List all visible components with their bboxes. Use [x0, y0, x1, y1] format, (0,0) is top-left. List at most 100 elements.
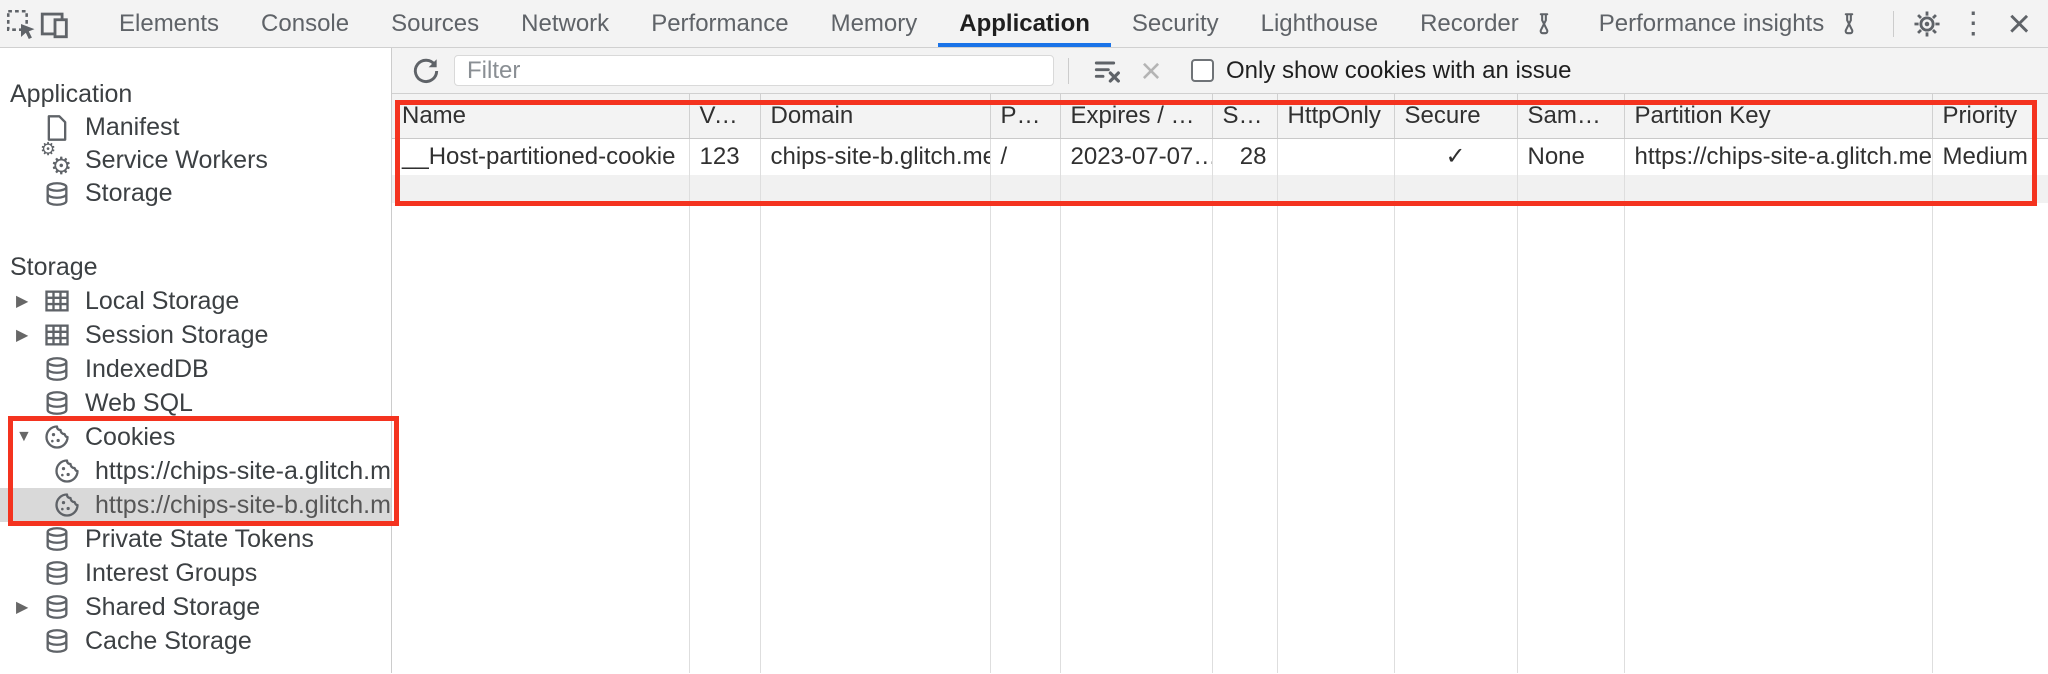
sidebar-item-label: Cache Storage — [85, 626, 252, 655]
sidebar-section-application: Application — [0, 78, 391, 111]
database-icon — [42, 626, 72, 656]
sidebar-item-label: Cookies — [85, 422, 176, 451]
sidebar-item-label: Local Storage — [85, 286, 240, 315]
column-header-secure[interactable]: Secure — [1394, 94, 1518, 139]
sidebar-item-private-state-tokens[interactable]: Private State Tokens — [0, 522, 391, 556]
cell-path: / — [990, 138, 1061, 175]
section-label: Application — [10, 80, 133, 108]
service-workers-gears-icon: ⚙⚙ — [40, 138, 72, 180]
column-header-expires[interactable]: Expires / M… — [1060, 94, 1213, 139]
delete-cookie-button[interactable]: × — [1129, 52, 1173, 89]
experiment-flask-icon — [1531, 11, 1557, 37]
sidebar-item-cookies[interactable]: ▼ Cookies — [0, 420, 391, 454]
tabbar-separator — [1893, 10, 1895, 37]
expand-arrow-icon[interactable]: ▶ — [16, 293, 29, 310]
application-panel: Application Manifest ⚙⚙ Service Workers — [0, 48, 2048, 673]
empty-stripe-row — [392, 175, 2048, 203]
panel-tabs: Elements Console Sources Network Perform… — [98, 0, 1883, 47]
sidebar-item-label: Session Storage — [85, 320, 269, 349]
tab-elements[interactable]: Elements — [98, 0, 240, 47]
tab-label: Network — [521, 9, 610, 37]
sidebar-item-manifest[interactable]: Manifest — [0, 111, 391, 144]
tab-application[interactable]: Application — [938, 0, 1111, 47]
column-header-domain[interactable]: Domain — [760, 94, 991, 139]
sidebar-item-shared-storage[interactable]: ▶ Shared Storage — [0, 590, 391, 624]
only-issues-checkbox[interactable] — [1191, 59, 1214, 82]
tab-label: Performance insights — [1598, 9, 1825, 37]
sidebar-item-storage[interactable]: Storage — [0, 177, 391, 210]
cell-domain: chips-site-b.glitch.me — [760, 138, 991, 175]
clear-filter-button[interactable] — [1085, 55, 1129, 87]
cell-value: 123 — [689, 138, 761, 175]
sidebar-section-storage: Storage — [0, 250, 391, 284]
cell-partition-key: https://chips-site-a.glitch.me — [1624, 138, 1933, 175]
grid-header-row: Name Value Domain Path Expires / M… Size… — [392, 94, 2048, 139]
toggle-device-toolbar-button[interactable] — [38, 0, 72, 47]
tab-lighthouse[interactable]: Lighthouse — [1240, 0, 1399, 47]
filter-input[interactable] — [454, 55, 1054, 86]
tab-network[interactable]: Network — [500, 0, 630, 47]
database-icon — [42, 524, 72, 554]
column-header-path[interactable]: Path — [990, 94, 1061, 139]
inspect-element-button[interactable] — [4, 0, 38, 47]
database-icon — [42, 558, 72, 588]
column-header-samesite[interactable]: SameSite — [1517, 94, 1625, 139]
toolbar-separator — [1068, 57, 1069, 84]
tab-performance[interactable]: Performance — [630, 0, 809, 47]
expand-arrow-icon[interactable]: ▶ — [16, 327, 29, 344]
database-icon — [42, 354, 72, 384]
device-toolbar-icon — [38, 7, 72, 41]
tab-label: Performance — [651, 9, 789, 37]
tab-label: Sources — [391, 9, 480, 37]
collapse-arrow-icon[interactable]: ▼ — [16, 428, 32, 445]
refresh-button[interactable] — [406, 55, 446, 87]
expand-arrow-icon[interactable]: ▶ — [16, 599, 29, 616]
tabbar-right-controls: ⋮ × — [1883, 0, 2048, 47]
sidebar-item-cache-storage[interactable]: Cache Storage — [0, 624, 391, 658]
sidebar-item-label: https://chips-site-b.glitch.me — [95, 490, 405, 519]
sidebar-item-session-storage[interactable]: ▶ Session Storage — [0, 318, 391, 352]
tab-sources[interactable]: Sources — [370, 0, 500, 47]
cell-secure: ✓ — [1394, 138, 1518, 175]
sidebar-item-cookies-site-a[interactable]: https://chips-site-a.glitch.me — [0, 454, 405, 488]
close-devtools-button[interactable]: × — [1996, 4, 2042, 44]
tab-memory[interactable]: Memory — [810, 0, 939, 47]
column-header-priority[interactable]: Priority — [1932, 94, 2048, 139]
column-header-name[interactable]: Name — [392, 94, 690, 139]
refresh-icon — [410, 55, 442, 87]
database-icon — [42, 388, 72, 418]
sidebar-item-label: Shared Storage — [85, 592, 261, 621]
column-header-value[interactable]: Value — [689, 94, 761, 139]
table-grid-icon — [42, 286, 72, 316]
settings-button[interactable] — [1904, 4, 1950, 44]
cell-priority: Medium — [1932, 138, 2048, 175]
cookies-pane: × Only show cookies with an issue Name V… — [392, 48, 2048, 673]
tab-label: Lighthouse — [1260, 9, 1379, 37]
database-icon — [42, 592, 72, 622]
sidebar-item-label: Service Workers — [85, 146, 268, 174]
sidebar-item-local-storage[interactable]: ▶ Local Storage — [0, 284, 391, 318]
application-sidebar: Application Manifest ⚙⚙ Service Workers — [0, 48, 405, 673]
tab-recorder[interactable]: Recorder — [1399, 0, 1578, 47]
tab-label: Application — [959, 9, 1090, 37]
tab-console[interactable]: Console — [240, 0, 370, 47]
sidebar-item-label: Storage — [85, 179, 173, 207]
column-header-size[interactable]: Size — [1212, 94, 1278, 139]
sidebar-item-web-sql[interactable]: Web SQL — [0, 386, 391, 420]
more-options-button[interactable]: ⋮ — [1950, 4, 1996, 44]
sidebar-item-indexeddb[interactable]: IndexedDB — [0, 352, 391, 386]
sidebar-item-interest-groups[interactable]: Interest Groups — [0, 556, 391, 590]
sidebar-item-service-workers[interactable]: ⚙⚙ Service Workers — [0, 138, 391, 180]
tab-label: Elements — [119, 9, 220, 37]
cookie-row[interactable]: __Host-partitioned-cookie 123 chips-site… — [392, 138, 2048, 175]
devtools-tabbar: Elements Console Sources Network Perform… — [0, 0, 2048, 48]
experiment-flask-icon — [1836, 11, 1862, 37]
column-header-httponly[interactable]: HttpOnly — [1277, 94, 1395, 139]
tab-security[interactable]: Security — [1111, 0, 1240, 47]
sidebar-item-label: Private State Tokens — [85, 524, 314, 553]
column-header-partition-key[interactable]: Partition Key — [1624, 94, 1933, 139]
tab-label: Security — [1131, 9, 1219, 37]
sidebar-item-cookies-site-b[interactable]: https://chips-site-b.glitch.me — [0, 488, 405, 522]
tab-performance-insights[interactable]: Performance insights — [1578, 0, 1883, 47]
gear-icon — [1911, 8, 1943, 40]
